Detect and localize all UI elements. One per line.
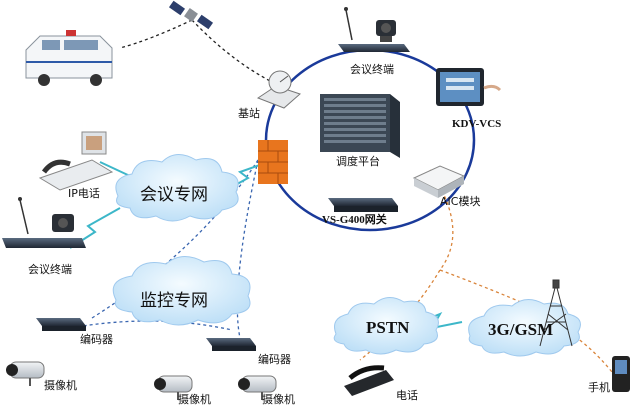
label-mobile-phone: 手机 <box>588 381 610 394</box>
cloud-label-pstn: PSTN <box>366 318 410 337</box>
encoder-right-icon <box>206 338 256 351</box>
label-conference-terminal-top: 会议终端 <box>350 63 394 76</box>
label-dispatch-platform: 调度平台 <box>336 155 380 168</box>
label-kdv-vcs: KDV-VCS <box>452 118 502 130</box>
label-camera-right: 摄像机 <box>262 393 295 406</box>
encoder-left-icon <box>36 318 86 331</box>
conference-terminal-left-icon <box>2 197 86 248</box>
dispatch-platform-icon <box>320 94 400 158</box>
cloud-label-monitoring-network: 监控专网 <box>140 291 208 311</box>
camera-mid-icon <box>154 375 193 400</box>
kdv-vcs-icon <box>436 68 502 106</box>
label-aic-module: AIC模块 <box>440 195 481 208</box>
camera-right-icon <box>238 375 277 400</box>
cloud-conference-network <box>115 154 239 222</box>
cloud-label-conference-network: 会议专网 <box>140 185 208 205</box>
label-base-station: 基站 <box>238 107 260 120</box>
conference-terminal-top-icon <box>338 7 410 52</box>
label-telephone: 电话 <box>396 389 418 402</box>
firewall-icon <box>258 140 288 184</box>
label-vs-gateway: VS-G400网关 <box>322 214 387 226</box>
cloud-mobile-network <box>468 299 581 357</box>
label-camera-left: 摄像机 <box>44 379 77 392</box>
cloud-pstn <box>333 297 439 355</box>
label-ip-phone: IP电话 <box>68 187 100 200</box>
cell-tower-icon <box>539 279 573 347</box>
label-camera-mid: 摄像机 <box>178 393 211 406</box>
ip-phone-icon <box>38 131 114 191</box>
base-station-icon <box>256 70 301 109</box>
cloud-label-mobile-network: 3G/GSM <box>488 320 554 339</box>
mobile-phone-icon <box>612 356 630 392</box>
vehicle-icon <box>25 30 113 86</box>
label-conference-terminal-left: 会议终端 <box>28 263 72 276</box>
cloud-monitoring-network <box>112 256 251 326</box>
aic-module-icon <box>412 165 466 198</box>
label-encoder-left: 编码器 <box>80 333 113 346</box>
satellite-icon <box>168 0 214 30</box>
telephone-icon <box>344 365 394 396</box>
label-encoder-right: 编码器 <box>258 353 291 366</box>
vs-gateway-icon <box>328 198 398 212</box>
camera-left-icon <box>6 361 45 386</box>
